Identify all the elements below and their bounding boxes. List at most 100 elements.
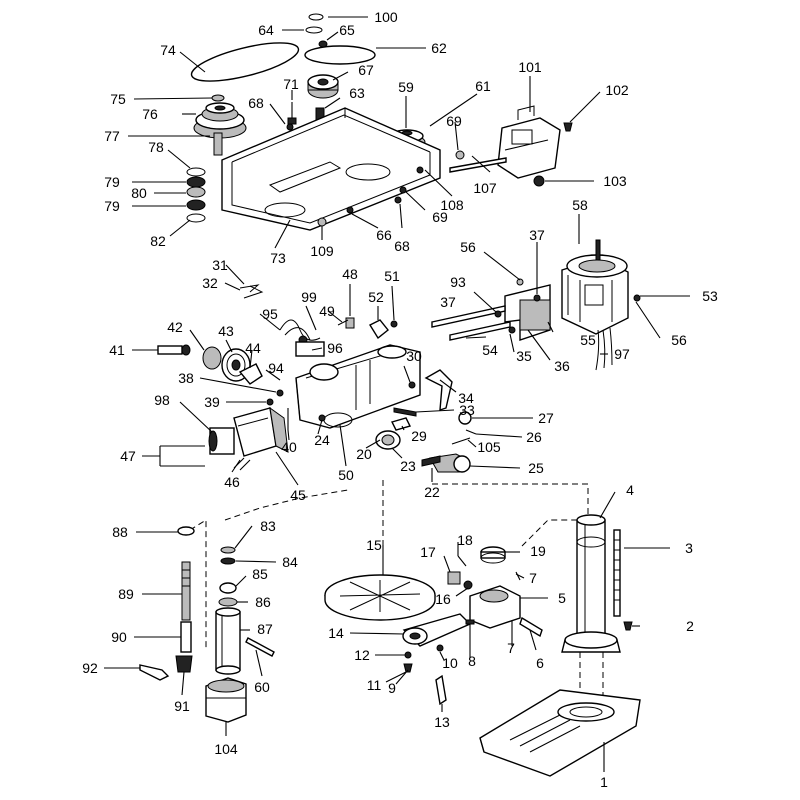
dash-88 — [189, 519, 207, 650]
callout-label: 2 — [686, 618, 694, 634]
rod-54 — [449, 321, 511, 341]
drift-92 — [139, 664, 170, 681]
bar-107 — [449, 157, 507, 173]
motor-58 — [561, 239, 629, 335]
parts-drawing — [139, 13, 641, 777]
clip-82 — [186, 213, 206, 223]
callout-label: 40 — [281, 439, 297, 455]
callout-label: 15 — [366, 537, 382, 553]
callout-label: 62 — [431, 40, 447, 56]
switch-housing-45 — [233, 406, 289, 457]
callout-label: 7 — [529, 570, 537, 586]
bearing-79b — [186, 199, 206, 211]
callout-label: 68 — [394, 238, 410, 254]
callout-label: 105 — [477, 439, 501, 455]
callout-label: 7 — [507, 640, 515, 656]
washer-27 — [458, 411, 472, 425]
callout-label: 94 — [268, 360, 284, 376]
callout-label: 97 — [614, 346, 630, 362]
bearing-80 — [186, 186, 206, 198]
screw-71-head — [287, 117, 297, 125]
callout-label: 37 — [440, 294, 456, 310]
clip-49 — [337, 319, 349, 326]
handle-13 — [435, 674, 447, 706]
screw-93 — [494, 310, 502, 318]
dash-right2 — [521, 519, 580, 547]
chuck-91 — [175, 655, 193, 673]
screw-102 — [563, 122, 573, 132]
chuck-104 — [205, 677, 247, 723]
wrench-31 — [239, 284, 260, 293]
callout-label: 41 — [109, 342, 125, 358]
callout-label: 99 — [301, 289, 317, 305]
callout-label: 47 — [120, 448, 136, 464]
bearing-88 — [177, 526, 195, 536]
callout-label: 56 — [460, 239, 476, 255]
wrench-32 — [243, 285, 264, 299]
callout-label: 39 — [204, 394, 220, 410]
callout-label: 50 — [338, 467, 354, 483]
knob-41 — [157, 344, 191, 356]
callout-label: 98 — [154, 392, 170, 408]
callout-label: 82 — [150, 233, 166, 249]
sleeve-23 — [375, 430, 401, 450]
ring-86 — [218, 597, 238, 607]
belt-cover-73 — [221, 107, 441, 231]
callout-label: 103 — [603, 173, 627, 189]
callout-label: 53 — [702, 288, 718, 304]
callout-label: 109 — [310, 243, 334, 259]
callout-label: 9 — [388, 680, 396, 696]
table-arm-14 — [402, 613, 472, 647]
callout-label: 52 — [368, 289, 384, 305]
callout-label: 27 — [538, 410, 554, 426]
callout-label: 1 — [600, 774, 608, 790]
spindle-25 — [429, 453, 471, 473]
callout-label: 78 — [148, 139, 164, 155]
callout-label: 46 — [224, 474, 240, 490]
callout-label: 75 — [110, 91, 126, 107]
callout-label: 104 — [214, 741, 238, 757]
ring-83 — [220, 546, 236, 554]
callout-label: 8 — [468, 653, 476, 669]
callout-label: 16 — [435, 591, 451, 607]
callout-label: 59 — [398, 79, 414, 95]
callout-label: 36 — [554, 358, 570, 374]
nut-103 — [533, 175, 545, 187]
callout-label: 14 — [328, 625, 344, 641]
callout-label: 91 — [174, 698, 190, 714]
screw-68a — [286, 123, 294, 131]
base-1 — [479, 689, 641, 777]
screw-2 — [623, 621, 633, 631]
callout-label: 79 — [104, 174, 120, 190]
leader-lines — [104, 16, 690, 772]
callout-label: 83 — [260, 518, 276, 534]
callout-label: 17 — [420, 544, 436, 560]
sleeve-90 — [180, 621, 192, 653]
pulley-76 — [193, 102, 247, 139]
callout-label: 48 — [342, 266, 358, 282]
callout-label: 12 — [354, 647, 370, 663]
screws-46 — [233, 457, 251, 471]
bolt-30 — [408, 381, 416, 389]
plate-36 — [519, 299, 551, 331]
callout-label: 35 — [516, 348, 532, 364]
screw-35 — [508, 326, 516, 334]
callout-label: 23 — [400, 458, 416, 474]
callout-label: 22 — [424, 484, 440, 500]
callout-label: 93 — [450, 274, 466, 290]
screw-38 — [276, 389, 284, 397]
callout-label: 88 — [112, 524, 128, 540]
handle-6 — [519, 616, 543, 638]
callout-label: 85 — [252, 566, 268, 582]
bearing-79a — [186, 176, 206, 188]
callout-label: 80 — [131, 185, 147, 201]
screw-7a — [515, 571, 521, 581]
callout-label: 26 — [526, 429, 542, 445]
callout-label: 101 — [518, 59, 542, 75]
dash-83 — [224, 489, 349, 521]
hub-42 — [202, 346, 222, 370]
bolt-37b — [633, 294, 641, 302]
callout-label: 11 — [367, 677, 382, 693]
callout-label: 44 — [245, 340, 261, 356]
shaft-22 — [421, 455, 441, 467]
